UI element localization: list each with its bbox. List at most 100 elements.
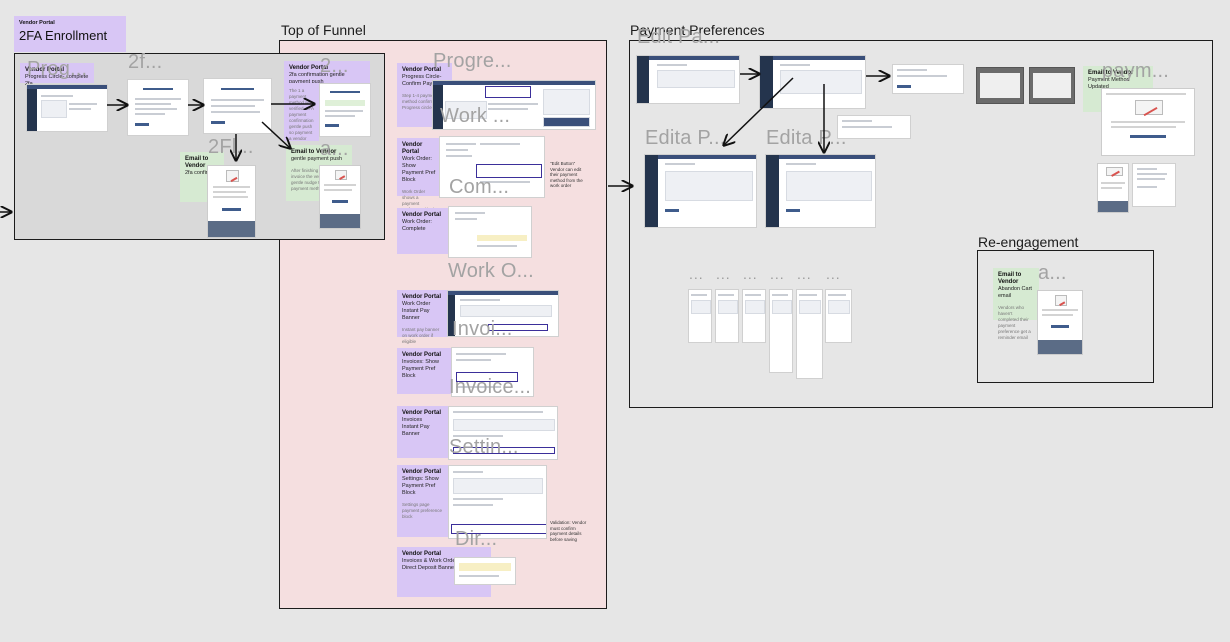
screenshot-small-doc[interactable] (1133, 164, 1175, 206)
dots-2: ... (716, 266, 731, 282)
sticky-line-2: Payment Pref Block (402, 483, 436, 496)
instant-pay-sticky[interactable]: Vendor Portal Work Order Instant Pay Ban… (397, 290, 449, 344)
screenshot-mobile-4[interactable] (770, 290, 792, 372)
screenshot-progress-confirm[interactable] (433, 81, 595, 129)
ghost-label-invoi: Invoi... (452, 318, 513, 340)
screenshot-dark-modal-1[interactable] (977, 68, 1023, 103)
email-small-1[interactable] (1098, 164, 1128, 212)
re-engagement-title: Re-engagement (978, 234, 1079, 250)
email-abandon-screenshot[interactable] (1038, 291, 1082, 354)
screenshot-payment-modal-2[interactable] (838, 116, 910, 138)
screenshot-mobile-2[interactable] (716, 290, 738, 342)
sticky-note: Settings page payment preference block (402, 502, 443, 519)
email-2fa-confirm-screenshot[interactable] (208, 166, 255, 237)
email-gentle-push-screenshot[interactable] (320, 166, 360, 228)
arrow-edit-2-to-edita (724, 77, 794, 145)
ghost-label-paym: paym... (1102, 60, 1169, 82)
sticky-note: The 1 a payment method was verified. 2FA… (289, 88, 314, 141)
screenshot-invoices-pref[interactable] (452, 348, 533, 396)
sticky-title: 2FA Enrollment (19, 28, 108, 43)
ghost-label-com: Com... (449, 176, 510, 198)
ghost-label-work: Work ... (440, 105, 511, 127)
screenshot-direct-deposit[interactable] (455, 558, 515, 584)
ghost-label-invoice: Invoice... (449, 376, 532, 398)
screenshot-work-order-complete[interactable] (449, 207, 531, 257)
settings-sticky[interactable]: Vendor Portal Settings: Show Payment Pre… (397, 465, 449, 537)
screenshot-mobile-1[interactable] (689, 290, 711, 342)
ghost-label-settin: Settin... (449, 436, 519, 458)
payment-preferences-title: Payment Preferences (630, 22, 765, 38)
sticky-note: After finishing the first invoice the ve… (291, 168, 346, 191)
sticky-line-2: Payment Pref Block (402, 366, 436, 379)
email-abandon-sticky[interactable]: Email to Vendor Abandon Cart email Vendo… (993, 268, 1039, 340)
screenshot-2fa-confirmation[interactable] (320, 84, 370, 136)
screenshot-2fa-code[interactable] (204, 79, 271, 133)
screenshot-settings[interactable] (449, 466, 546, 538)
sticky-line: Invoices: Show (402, 359, 439, 365)
email-payment-updated-screenshot[interactable] (1102, 89, 1194, 155)
sticky-line: Work Order (402, 301, 431, 307)
screenshot-edit-payment-2[interactable] (760, 56, 865, 108)
dots-3: ... (743, 266, 758, 282)
edit-button-annotation: "Edit Button" Vendor can edit their paym… (550, 161, 583, 188)
top-of-funnel-title: Top of Funnel (281, 22, 366, 38)
sticky-line-2: Direct Deposit Banner (402, 565, 456, 571)
screenshot-2fa-login[interactable] (128, 80, 188, 135)
invoices-show-sticky[interactable]: Vendor Portal Invoices: Show Payment Pre… (397, 348, 451, 394)
sticky-category: Vendor Portal (402, 142, 423, 155)
screenshot-edit-payment-a[interactable] (645, 155, 756, 227)
sticky-category: Vendor Portal (402, 469, 442, 475)
sticky-line-2: Instant Pay Banner (402, 308, 430, 321)
sticky-category: Email to Vendor (998, 272, 1022, 285)
sticky-category: Vendor Portal (402, 212, 442, 218)
arrow-code-to-email (261, 121, 290, 148)
sticky-line: Invoices & Work Order (402, 558, 458, 564)
ghost-label-2f: 2f... (128, 51, 163, 73)
ghost-label-a-2: a... (1038, 262, 1067, 284)
screenshot-edit-payment-1[interactable] (637, 56, 739, 103)
screenshot-progress-circle[interactable] (27, 85, 107, 131)
sticky-line: Invoices (402, 417, 423, 423)
progress-2fa-sticky[interactable]: Vendor Portal Progress Circle- complete … (20, 63, 94, 87)
2fa-enrollment-sticky[interactable]: Vendor Portal 2FA Enrollment (14, 16, 126, 52)
sticky-category: Vendor Portal (402, 551, 442, 557)
screenshot-mobile-6[interactable] (826, 290, 851, 342)
sticky-line: Abandon Cart email (998, 286, 1032, 299)
sticky-category: Vendor Portal (402, 410, 442, 416)
screenshot-mobile-5[interactable] (797, 290, 822, 378)
sticky-line: Settings: Show (402, 476, 439, 482)
sticky-line: 2fa confirm (185, 170, 213, 176)
2fa-confirmation-sticky[interactable]: Vendor Portal 2fa confirmation gentle pa… (284, 61, 370, 85)
screenshot-invoices-instant[interactable] (449, 407, 557, 459)
sticky-note: Vendors who haven't completed their paym… (998, 305, 1031, 340)
ghost-label-prog: Prog... (27, 58, 88, 80)
screenshot-work-order-pref[interactable] (440, 137, 544, 197)
screenshot-payment-modal[interactable] (893, 65, 963, 93)
screenshot-dark-modal-2[interactable] (1030, 68, 1074, 103)
ghost-label-2: 2... (320, 55, 349, 77)
screenshot-instant-pay[interactable] (448, 291, 558, 336)
sticky-line: Progress Circle- complete 2fa (25, 74, 89, 87)
sticky-line: Work Order: Show Payment Pref Block (402, 156, 436, 183)
2fa-confirmation-note: The 1 a payment method was verified. 2FA… (284, 83, 319, 141)
screenshot-edit-payment-b[interactable] (766, 155, 875, 227)
sticky-category: Vendor Portal (19, 20, 55, 26)
screenshot-mobile-3[interactable] (743, 290, 765, 342)
sticky-category: Vendor Portal (289, 65, 329, 71)
invoices-instant-sticky[interactable]: Vendor Portal Invoices Instant Pay Banne… (397, 406, 449, 458)
sticky-note: Instant pay banner on work order if elig… (402, 327, 440, 344)
ghost-label-edit-pa: Edit Pa... (637, 26, 721, 48)
work-order-complete-sticky[interactable]: Vendor Portal Work Order: Complete (397, 208, 449, 254)
dots-6: ... (826, 266, 841, 282)
ghost-label-progre: Progre... (433, 50, 512, 72)
sticky-line: gentle payment push (291, 156, 343, 162)
sticky-category: Email to Vendor (185, 156, 209, 169)
sticky-line: Work Order: Complete (402, 219, 432, 232)
sticky-line-2: Instant Pay Banner (402, 424, 430, 437)
ghost-label-a: a... (320, 138, 349, 160)
sticky-line: Payment Method Updated (1088, 77, 1130, 90)
sticky-category: Email to Vendor (291, 149, 337, 155)
validation-annotation: Validation: Vendor must confirm payment … (550, 520, 587, 542)
sticky-category: Vendor Portal (25, 67, 65, 73)
